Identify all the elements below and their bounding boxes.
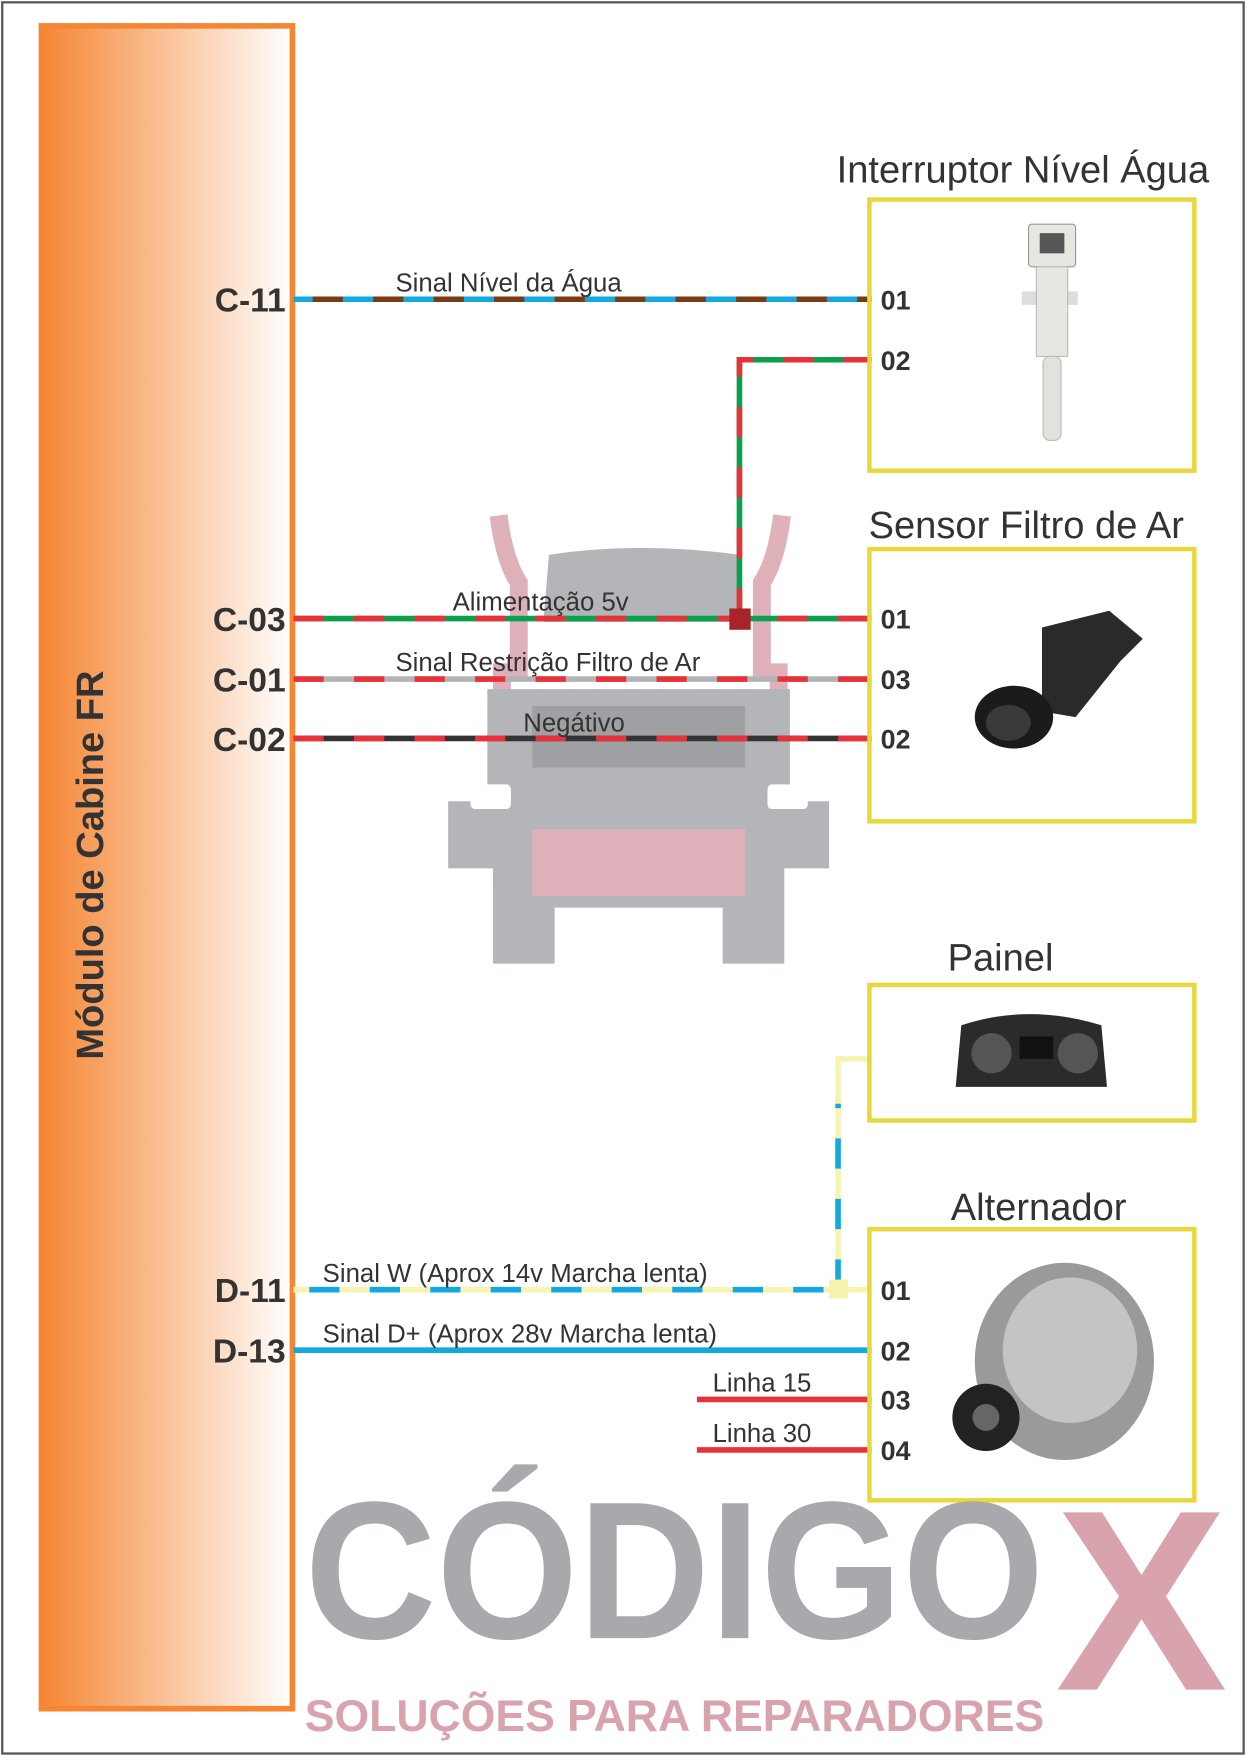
pin-03: 03 bbox=[881, 665, 911, 695]
module-title: Módulo de Cabine FR bbox=[70, 670, 112, 1059]
component-title-alternador: Alternador bbox=[951, 1187, 1127, 1229]
water-level-switch-image bbox=[1021, 223, 1078, 441]
alternator-image bbox=[952, 1262, 1155, 1460]
pin-01: 01 bbox=[881, 285, 911, 315]
wire-d11 bbox=[293, 1056, 872, 1299]
wire-label-c01: Sinal Restrição Filtro de Ar bbox=[395, 649, 700, 677]
wire-label-c11: Sinal Nível da Água bbox=[395, 268, 622, 297]
module-pin-c11: C-11 bbox=[215, 283, 286, 320]
wire-label-linha15: Linha 15 bbox=[713, 1370, 812, 1398]
component-sensor-filtro-ar bbox=[867, 546, 1197, 824]
module-pin-c01: C-01 bbox=[213, 662, 286, 699]
pin-03: 03 bbox=[881, 1386, 911, 1416]
pin-04: 04 bbox=[881, 1436, 911, 1466]
wire-label-c03: Alimentação 5v bbox=[453, 589, 629, 617]
junction-splice-d11 bbox=[829, 1279, 849, 1299]
pin-01: 01 bbox=[881, 1276, 911, 1306]
air-filter-sensor-image bbox=[974, 610, 1143, 749]
component-interruptor-nivel-agua bbox=[867, 197, 1197, 473]
component-title-painel: Painel bbox=[948, 937, 1054, 979]
pin-02: 02 bbox=[881, 1336, 911, 1366]
module-pin-d13: D-13 bbox=[213, 1334, 286, 1371]
module-pin-c02: C-02 bbox=[213, 722, 286, 759]
component-title-interruptor: Interruptor Nível Água bbox=[837, 149, 1210, 192]
watermark-tagline: SOLUÇÕES PARA REPARADORES bbox=[305, 1691, 1044, 1741]
wire-label-linha30: Linha 30 bbox=[713, 1420, 812, 1448]
wire-interruptor-02 bbox=[736, 356, 872, 619]
wire-label-d13: Sinal D+ (Aprox 28v Marcha lenta) bbox=[323, 1320, 717, 1348]
wire-label-d11: Sinal W (Aprox 14v Marcha lenta) bbox=[323, 1260, 708, 1288]
module-pin-c03: C-03 bbox=[213, 602, 286, 639]
wire-label-c02: Negátivo bbox=[523, 710, 625, 738]
instrument-panel-image bbox=[955, 1014, 1107, 1087]
junction-splice bbox=[729, 608, 751, 630]
watermark-brand: CÓDIGO bbox=[305, 1461, 1044, 1680]
watermark-x: X bbox=[1055, 1457, 1228, 1745]
pin-01: 01 bbox=[881, 605, 911, 635]
pin-02: 02 bbox=[881, 725, 911, 755]
pin-02: 02 bbox=[881, 346, 911, 376]
component-title-sensor-filtro: Sensor Filtro de Ar bbox=[869, 505, 1185, 547]
component-painel bbox=[867, 982, 1197, 1123]
cabin-module bbox=[38, 23, 296, 1712]
component-alternador bbox=[867, 1226, 1197, 1503]
module-pin-d11: D-11 bbox=[215, 1273, 286, 1310]
